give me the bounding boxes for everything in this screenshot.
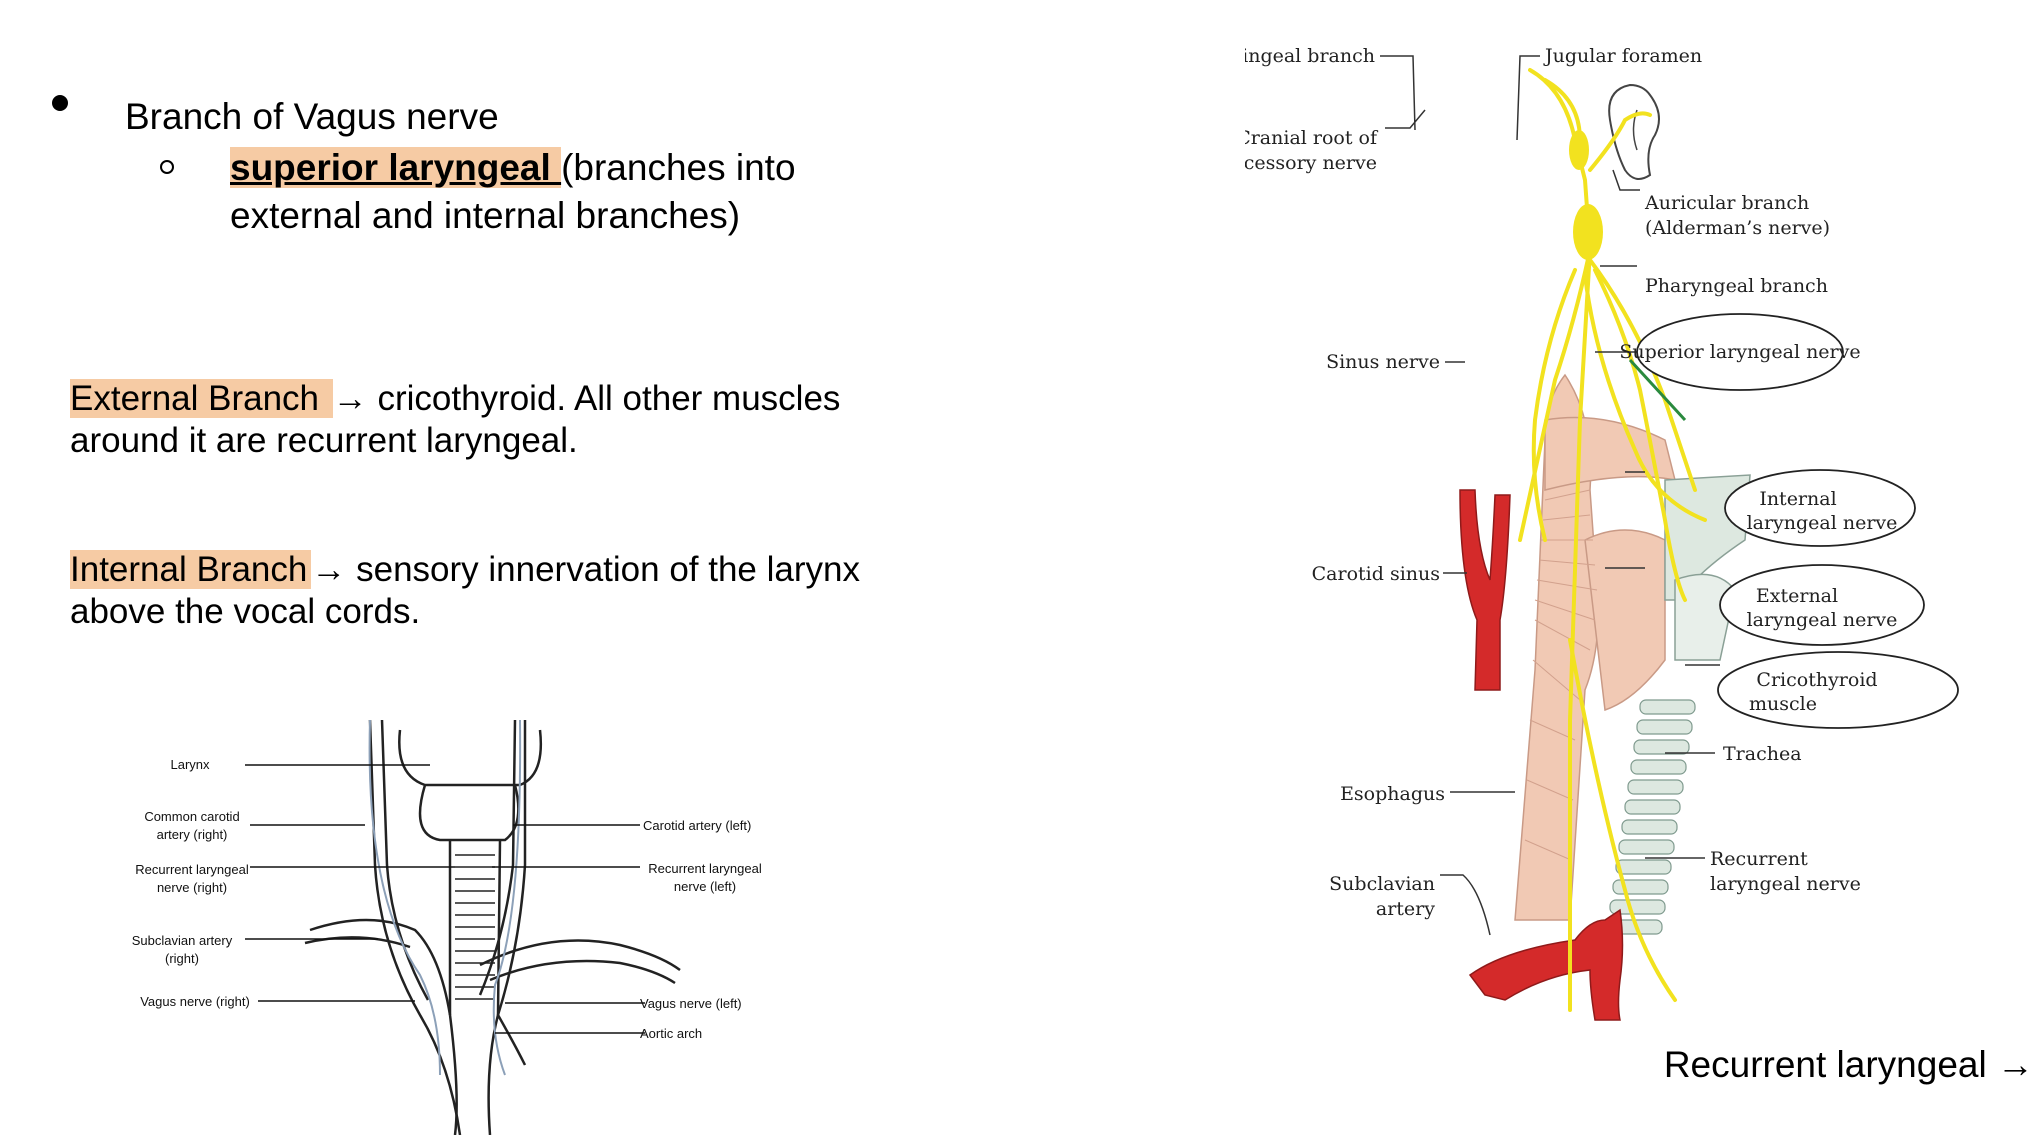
carotid-artery [1459, 489, 1511, 691]
superior-laryngeal-oval [1636, 313, 1844, 391]
label-jugular: Jugular foramen [1543, 45, 1702, 67]
label-vagus-right: Vagus nerve (right) [140, 994, 250, 1009]
label-superior-laryngeal: Superior laryngeal nerve [1619, 341, 1860, 363]
external-arrow: → [332, 379, 368, 418]
label-esophagus: Esophagus [1340, 783, 1445, 805]
bullet-branch-of-vagus: Branch of Vagus nerve [125, 96, 499, 137]
cricothyroid-oval [1717, 651, 1959, 729]
external-branch-label: External Branch [70, 379, 333, 418]
label-cranial-2: accessory nerve [1245, 152, 1377, 174]
external-branch-text: cricothyroid. All other muscles around i… [70, 379, 841, 460]
label-sinus: Sinus nerve [1326, 351, 1440, 373]
trachea-rings-right [1606, 699, 1696, 935]
label-external-1: External [1756, 585, 1838, 607]
label-pharyngeal: Pharyngeal branch [1645, 275, 1828, 297]
vagus-right-line [368, 719, 441, 1076]
internal-branch-text: sensory innervation of the larynx above … [70, 550, 860, 631]
label-recurrent-2: laryngeal nerve [1710, 873, 1861, 895]
label-subclavian-1: Subclavian [1329, 873, 1435, 895]
internal-laryngeal-oval [1724, 469, 1916, 547]
arrow-right-icon: → [1997, 1044, 2034, 1085]
superior-laryngeal-description: (branches into external and internal bra… [230, 147, 796, 236]
external-laryngeal-highlight [1628, 358, 1687, 422]
neck-vessels-diagram: Larynx Common carotid artery (right) Rec… [132, 719, 762, 1135]
label-larynx: Larynx [170, 757, 210, 772]
label-recurrent-left-2: nerve (left) [674, 879, 736, 894]
vagus-nerve-diagram: Meningeal branch Jugular foramen Cranial… [1245, 45, 1959, 1021]
trachea-rings [455, 854, 495, 1000]
cricothyroid-region [1584, 529, 1666, 712]
inferior-ganglion [1573, 204, 1603, 260]
superior-ganglion [1569, 130, 1589, 170]
label-vagus-left: Vagus nerve (left) [640, 996, 742, 1011]
label-carotid-sinus: Carotid sinus [1312, 563, 1440, 585]
superior-laryngeal-highlight: superior laryngeal [230, 147, 562, 188]
vagus-left-line [492, 719, 522, 1076]
label-common-carotid-1: Common carotid [144, 809, 239, 824]
label-recurrent-left-1: Recurrent laryngeal [648, 861, 762, 876]
cricoid-cartilage [1674, 573, 1736, 661]
label-recurrent-right-2: nerve (right) [157, 880, 227, 895]
external-branch-paragraph: External Branch → cricothyroid. All othe… [70, 378, 930, 462]
internal-branch-paragraph: Internal Branch→ sensory innervation of … [70, 549, 930, 633]
label-external-2: laryngeal nerve [1747, 609, 1898, 631]
label-internal-1: Internal [1759, 488, 1836, 510]
external-laryngeal-oval [1719, 564, 1925, 646]
left-diagram-leaders [245, 764, 645, 1034]
internal-arrow: → [311, 550, 347, 589]
label-internal-2: laryngeal nerve [1747, 512, 1898, 534]
label-common-carotid-2: artery (right) [157, 827, 228, 842]
label-subclavian-2: artery [1376, 898, 1435, 920]
caption-text: Recurrent laryngeal [1663, 1044, 1987, 1085]
neck-outline [304, 719, 681, 1135]
label-carotid-left: Carotid artery (left) [643, 818, 751, 833]
label-auricular-2: (Alderman’s nerve) [1645, 217, 1830, 239]
label-aortic-arch: Aortic arch [640, 1026, 702, 1041]
label-recurrent-1: Recurrent [1710, 848, 1808, 870]
recurrent-laryngeal-caption: Recurrent laryngeal → [1664, 1044, 2034, 1086]
bullet-superior-laryngeal: superior laryngeal (branches into extern… [230, 144, 850, 240]
label-subclavian-2: (right) [165, 951, 199, 966]
bullet-dot-icon [52, 95, 68, 111]
bullet-circle-icon [160, 160, 174, 174]
label-cranial-1: Cranial root of [1245, 127, 1379, 149]
subclavian-artery [1468, 908, 1624, 1021]
internal-branch-label: Internal Branch [70, 550, 312, 589]
label-recurrent-right-1: Recurrent laryngeal [135, 862, 249, 877]
label-meningeal: Meningeal branch [1245, 45, 1375, 67]
label-cricothyroid-1: Cricothyroid [1756, 669, 1877, 691]
label-auricular-1: Auricular branch [1644, 192, 1809, 214]
label-cricothyroid-2: muscle [1749, 693, 1817, 715]
right-diagram-leaders [1380, 55, 1720, 936]
label-trachea: Trachea [1723, 743, 1802, 765]
label-subclavian-1: Subclavian artery [132, 933, 233, 948]
